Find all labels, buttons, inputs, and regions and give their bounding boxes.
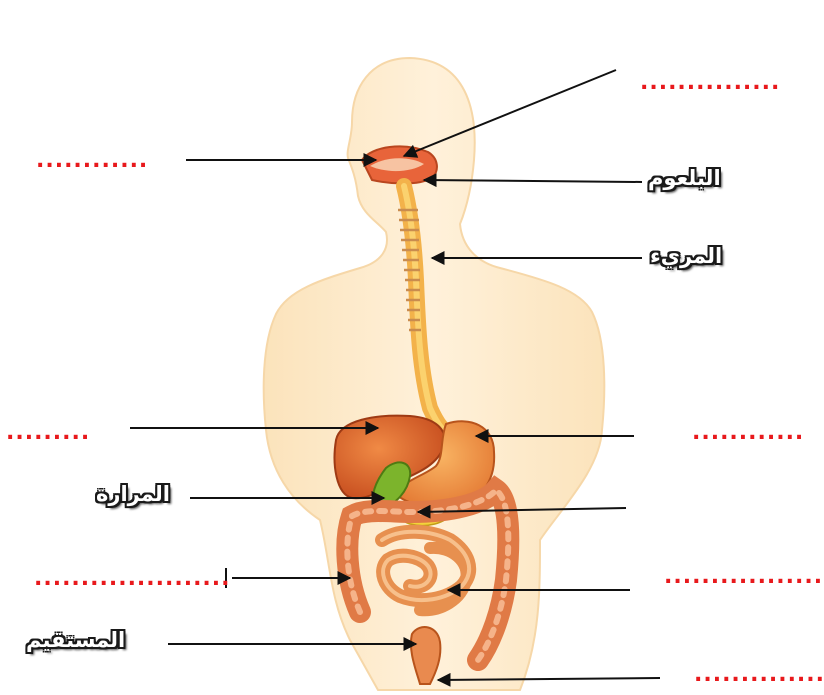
label-pharynx: البلعوم (648, 166, 721, 190)
blank-top-right: ............... (640, 72, 780, 94)
blank-small-intestine-right: .................... (664, 566, 824, 588)
blank-colon-left: ..................... (34, 568, 231, 590)
label-rectum: المستقيم (26, 628, 125, 652)
blank-mouth-left: ............ (36, 150, 148, 172)
label-gallbladder: المرارة (96, 482, 170, 506)
blank-anus-right: .............. (694, 664, 824, 686)
blank-liver-left: ......... (6, 422, 90, 444)
blank-stomach-right: ............ (692, 422, 804, 444)
label-esophagus: المريء (650, 244, 722, 268)
